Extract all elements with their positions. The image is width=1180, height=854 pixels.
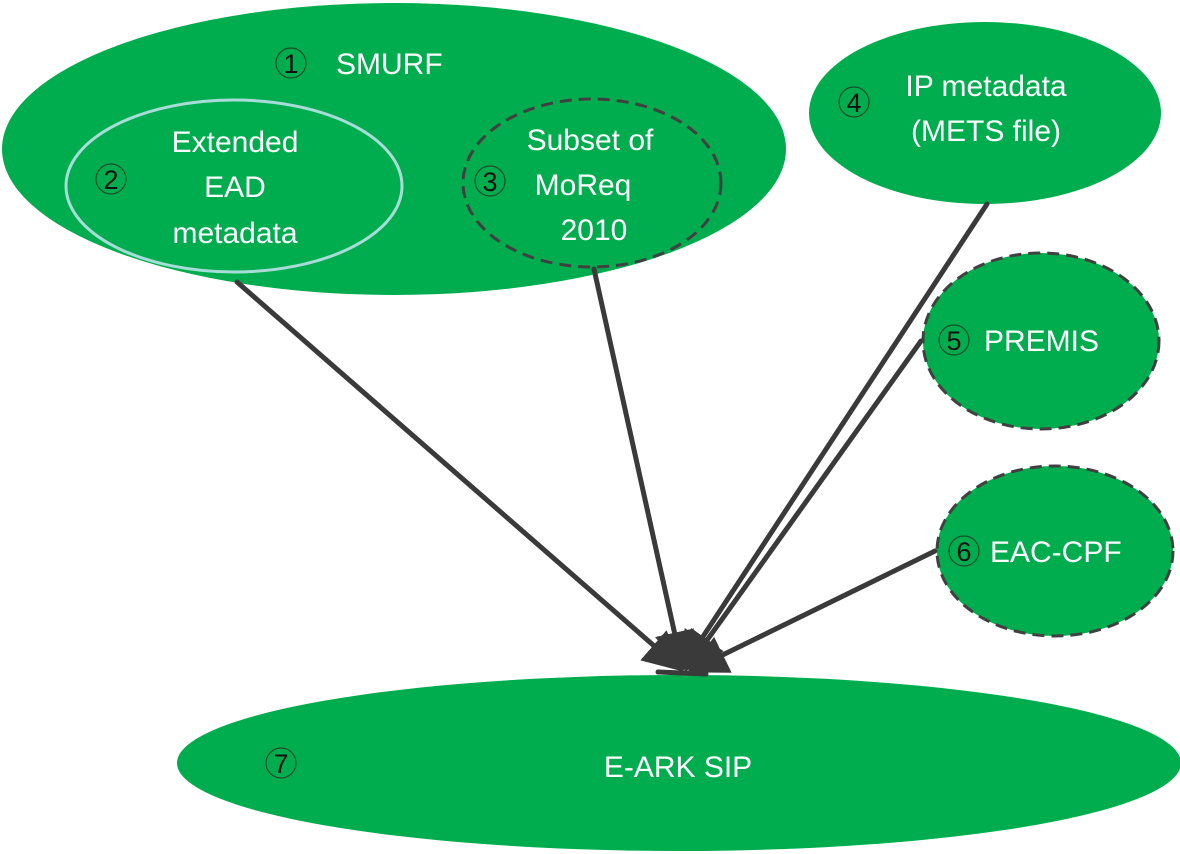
- node-extended-ead: 2 Extended EAD metadata: [64, 98, 404, 274]
- number-badge-3: [474, 165, 506, 197]
- arrow-ead-to-sip: [234, 279, 684, 672]
- node-moreq: 3 Subset of MoReq 2010: [461, 97, 723, 269]
- arrow-eac-cpf-to-sip: [687, 548, 938, 673]
- number-badge-5: [938, 324, 970, 356]
- eark-sip-label: E-ARK SIP: [604, 751, 752, 784]
- premis-label: PREMIS: [984, 325, 1099, 358]
- number-6: 6: [956, 537, 971, 567]
- ead-ellipse: [64, 98, 404, 274]
- connectors: [234, 201, 990, 677]
- number-badge-2: [95, 163, 127, 195]
- arrow-ip-metadata-to-sip: [679, 201, 990, 673]
- ead-label-line-2: EAD: [204, 171, 266, 204]
- arrow-convergence-bar: [655, 669, 709, 677]
- number-badge-7: [265, 747, 297, 779]
- arrow-premis-to-sip: [684, 338, 924, 673]
- eac-cpf-ellipse: [935, 464, 1175, 638]
- ip-metadata-label-line-2: (METS file): [911, 115, 1061, 148]
- number-5: 5: [946, 326, 961, 356]
- moreq-label-line-1: Subset of: [527, 124, 654, 157]
- number-badge-6: [948, 535, 980, 567]
- ip-metadata-label-line-1: IP metadata: [905, 70, 1067, 103]
- moreq-label-line-2: MoReq: [535, 169, 632, 202]
- eac-cpf-label: EAC-CPF: [990, 536, 1122, 569]
- node-eac-cpf: 6 EAC-CPF: [935, 464, 1175, 638]
- ip-metadata-ellipse: [809, 22, 1161, 204]
- number-2: 2: [103, 165, 118, 195]
- moreq-ellipse: [461, 97, 723, 269]
- ead-label-line-1: Extended: [172, 126, 299, 159]
- number-1: 1: [283, 49, 298, 79]
- moreq-label-line-3: 2010: [561, 214, 628, 247]
- node-ip-metadata: 4 IP metadata (METS file): [809, 22, 1161, 204]
- number-3: 3: [482, 167, 497, 197]
- node-premis: 5 PREMIS: [921, 251, 1161, 431]
- node-eark-sip: 7 E-ARK SIP: [177, 675, 1180, 851]
- number-4: 4: [846, 88, 861, 118]
- arrow-moreq-to-sip: [591, 266, 695, 672]
- ead-label-line-3: metadata: [172, 217, 297, 250]
- number-badge-4: [838, 86, 870, 118]
- eark-sip-ellipse: [177, 675, 1180, 851]
- number-7: 7: [273, 749, 288, 779]
- smurf-label: SMURF: [336, 48, 443, 81]
- number-badge-1: [275, 47, 307, 79]
